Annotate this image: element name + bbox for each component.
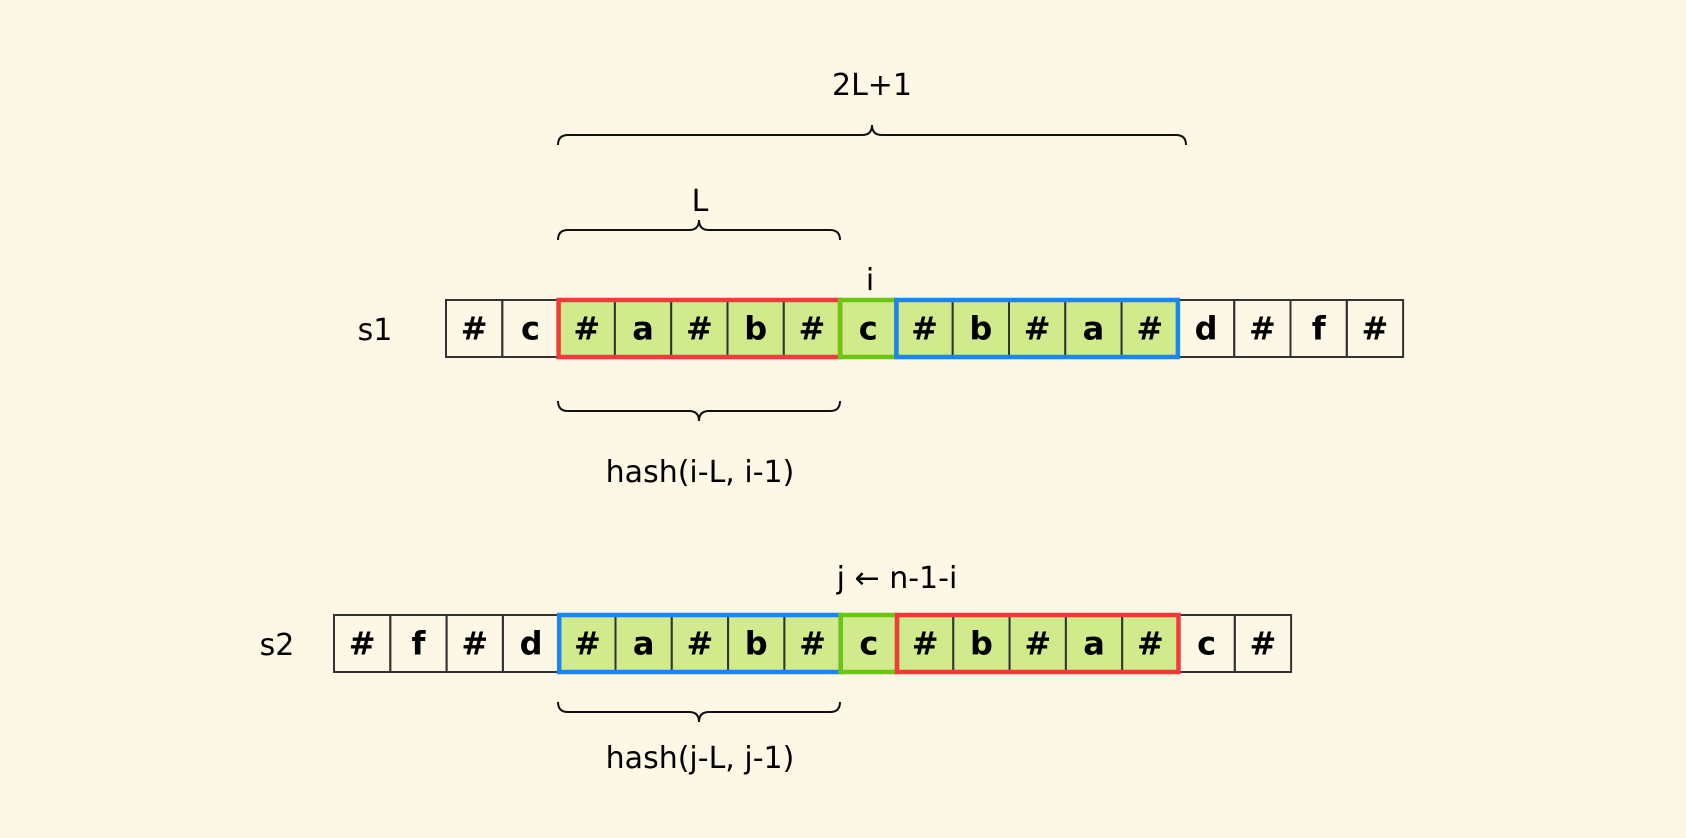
cell-char: # bbox=[687, 625, 714, 663]
cell bbox=[614, 614, 673, 673]
cell bbox=[839, 299, 898, 358]
row2-hash-label: hash(j-L, j-1) bbox=[606, 741, 795, 776]
row-s2: # f # d # a # b # c # b # a # c # bbox=[333, 612, 1293, 675]
cell bbox=[670, 299, 729, 358]
cell bbox=[783, 614, 842, 673]
cell-char: # bbox=[461, 310, 488, 348]
cell-char: # bbox=[461, 625, 488, 663]
cell-char: d bbox=[520, 625, 543, 663]
cell-char: b bbox=[744, 310, 767, 348]
cell-char: c bbox=[521, 310, 540, 348]
cell-char: # bbox=[573, 310, 600, 348]
cell-char: # bbox=[799, 625, 826, 663]
cell-char: a bbox=[633, 625, 655, 663]
cell bbox=[952, 614, 1011, 673]
cell-char: f bbox=[411, 625, 426, 663]
brace-half-span bbox=[557, 219, 841, 241]
cell-char: # bbox=[1249, 310, 1276, 348]
cell-char: # bbox=[686, 310, 713, 348]
row2-name: s2 bbox=[260, 628, 295, 663]
cell-char: # bbox=[349, 625, 376, 663]
cell-char: # bbox=[1024, 625, 1051, 663]
cell-char: # bbox=[1136, 310, 1163, 348]
row-s1: # c # a # b # c # b # a # d # f # bbox=[445, 297, 1405, 360]
cell bbox=[726, 299, 785, 358]
center-i-label: i bbox=[866, 263, 874, 298]
row1-name: s1 bbox=[358, 313, 393, 348]
cell-char: # bbox=[1137, 625, 1164, 663]
cell-char: d bbox=[1195, 310, 1218, 348]
cell-char: # bbox=[1250, 625, 1277, 663]
cell-char: a bbox=[1083, 625, 1105, 663]
cell-char: a bbox=[1083, 310, 1105, 348]
brace-total-span bbox=[557, 124, 1187, 146]
cell bbox=[895, 299, 954, 358]
cell-char: c bbox=[859, 310, 878, 348]
highlight-group bbox=[894, 297, 1181, 360]
row1-hash-label: hash(i-L, i-1) bbox=[606, 455, 795, 490]
cell-char: b bbox=[745, 625, 768, 663]
cell-char: c bbox=[1197, 625, 1216, 663]
center-j-label: j ← n-1-i bbox=[836, 561, 958, 596]
cell-char: # bbox=[574, 625, 601, 663]
cell-char: a bbox=[632, 310, 654, 348]
total-span-label: 2L+1 bbox=[832, 68, 912, 103]
cell-char: # bbox=[1024, 310, 1051, 348]
cell-char: # bbox=[911, 310, 938, 348]
cell bbox=[727, 614, 786, 673]
cell-char: # bbox=[799, 310, 826, 348]
cell-char: # bbox=[1362, 310, 1389, 348]
cell-char: b bbox=[969, 310, 992, 348]
cell-char: # bbox=[912, 625, 939, 663]
cell bbox=[1345, 299, 1405, 358]
highlight-group bbox=[894, 612, 1181, 675]
cell-char: c bbox=[859, 625, 878, 663]
brace-row1-hash bbox=[557, 400, 841, 422]
half-span-label: L bbox=[692, 184, 709, 219]
cell-char: f bbox=[1312, 310, 1327, 348]
brace-row2-hash bbox=[557, 701, 841, 723]
cell-char: b bbox=[970, 625, 993, 663]
cell bbox=[1233, 614, 1293, 673]
